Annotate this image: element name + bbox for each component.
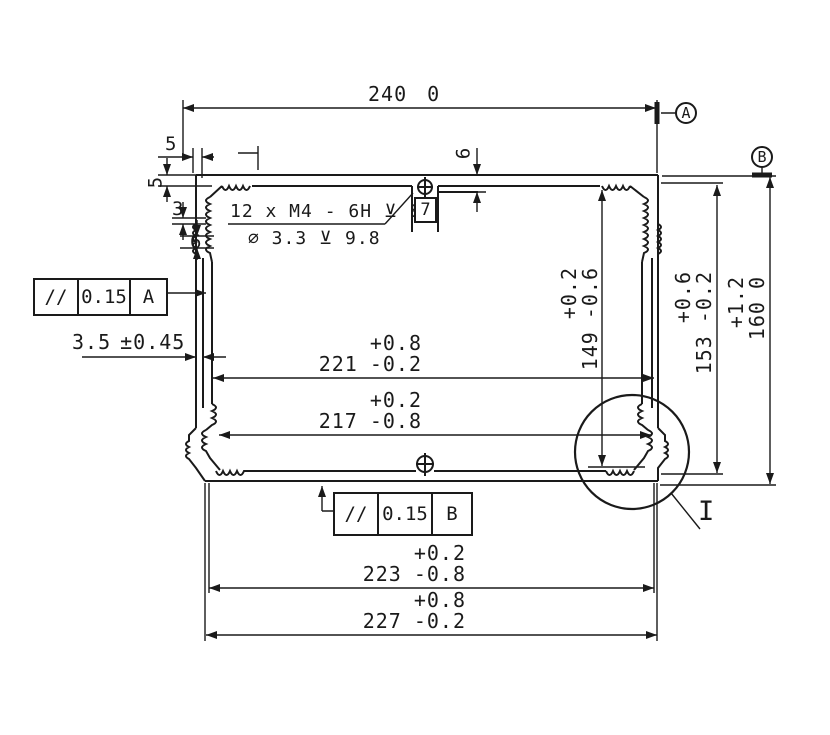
dim-bottom-width-inner-tol-lower: -0.8 (413, 562, 466, 586)
fcf-b-datum-ref: B (446, 503, 458, 525)
dim-overall-height: +1.2 1600 (724, 276, 769, 386)
dim-bottom-width-inner-value: 223 (362, 562, 402, 586)
top-screw-hole-icon (417, 179, 433, 195)
thread-callout-line2: ⌀ 3.3 ⊻ 9.8 (248, 228, 381, 249)
dim-height-mid-value: 153 (692, 335, 716, 375)
detail-view-label: I (698, 496, 716, 527)
dim-height-inner-tol-upper: +0.2 (557, 267, 581, 320)
dim-top-wall: 5 (144, 175, 167, 189)
dim-inner-width-top-value: 221 (318, 352, 358, 376)
datum-b-flag: B (751, 146, 773, 168)
dim-height-mid: +0.6 153 -0.2 (671, 271, 716, 381)
dim-inner-width-low-tol-lower: -0.8 (369, 409, 422, 433)
thread-callout-line1: 12 x M4 - 6H ⊻ 8 (230, 201, 422, 222)
dim-boss-height: 6 (190, 231, 203, 253)
dim-step: 3 (172, 198, 185, 220)
fcf-parallelism-b: // 0.15 B (333, 492, 473, 536)
dim-overall-height-main: 1600 (745, 276, 769, 386)
dim-height-inner-tol-lower: -0.6 (578, 267, 602, 320)
fcf-b-tolerance: 0.15 (379, 494, 433, 534)
dim-height-mid-main: 153 -0.2 (692, 271, 716, 381)
dim-overall-height-tol-lower: 0 (745, 276, 769, 290)
dim-bottom-width-inner-tol-upper: +0.2 (413, 541, 466, 565)
dim-wall-thickness-value: 3.5 (72, 330, 112, 354)
dim-top-offset: 5 (165, 133, 178, 155)
fcf-parallelism-a: // 0.15 A (33, 278, 168, 316)
datum-a-flag: A (675, 102, 697, 124)
bottom-screw-hole-icon (416, 455, 434, 473)
parallelism-icon: // (35, 280, 79, 314)
dim-overall-height-value: 160 (745, 301, 769, 341)
dim-inner-width-top-tol-upper: +0.8 (369, 331, 422, 355)
dim-bottom-width-inner-main: 223 -0.8 (362, 564, 466, 585)
parallelism-icon: // (335, 494, 379, 534)
dim-bottom-width-outer-value: 227 (362, 609, 402, 633)
dim-inner-width-low-main: 217 -0.8 (318, 411, 422, 432)
profile-walls (195, 174, 659, 482)
dim-inner-width-low-tol-upper: +0.2 (369, 388, 422, 412)
dim-inner-width-top: +0.8 221 -0.2 (318, 333, 422, 375)
dim-overall-width-tol-lower: 0 (427, 82, 441, 106)
dim-inner-width-low: +0.2 217 -0.8 (318, 390, 422, 432)
fcf-a-tolerance: 0.15 (79, 280, 131, 314)
item-callout-box: 7 (414, 197, 437, 223)
corner-bosses (185, 183, 669, 482)
dim-wall-thickness-tol: ±0.45 (120, 330, 186, 354)
detail-circle (573, 393, 691, 511)
dim-wall-thickness: 3.5 ±0.45 (72, 332, 185, 353)
dim-height-inner-value: 149 (578, 331, 602, 371)
dim-inner-width-top-tol-lower: -0.2 (369, 352, 422, 376)
dim-overall-height-tol-upper: +1.2 (724, 276, 748, 329)
datum-ticks (654, 102, 772, 178)
dim-height-inner-main: 149 -0.6 (578, 267, 602, 377)
dim-bottom-width-outer-main: 227 -0.2 (362, 611, 466, 632)
dim-height-mid-tol-lower: -0.2 (692, 271, 716, 324)
dim-bottom-width-outer-tol-lower: -0.2 (413, 609, 466, 633)
fcf-a-datum-ref: A (142, 286, 155, 308)
dim-height-mid-tol-upper: +0.6 (671, 271, 695, 324)
dim-inner-width-low-value: 217 (318, 409, 358, 433)
dim-overall-width: 240 0 (368, 84, 440, 105)
dim-height-inner: +0.2 149 -0.6 (557, 267, 602, 377)
dim-channel-depth: 6 (452, 146, 475, 160)
dim-bottom-width-outer-tol-upper: +0.8 (413, 588, 466, 612)
dim-inner-width-top-main: 221 -0.2 (318, 354, 422, 375)
dim-bottom-width-inner: +0.2 223 -0.8 (362, 543, 466, 585)
dim-overall-width-value: 240 (368, 82, 408, 106)
dim-bottom-width-outer: +0.8 227 -0.2 (362, 590, 466, 632)
